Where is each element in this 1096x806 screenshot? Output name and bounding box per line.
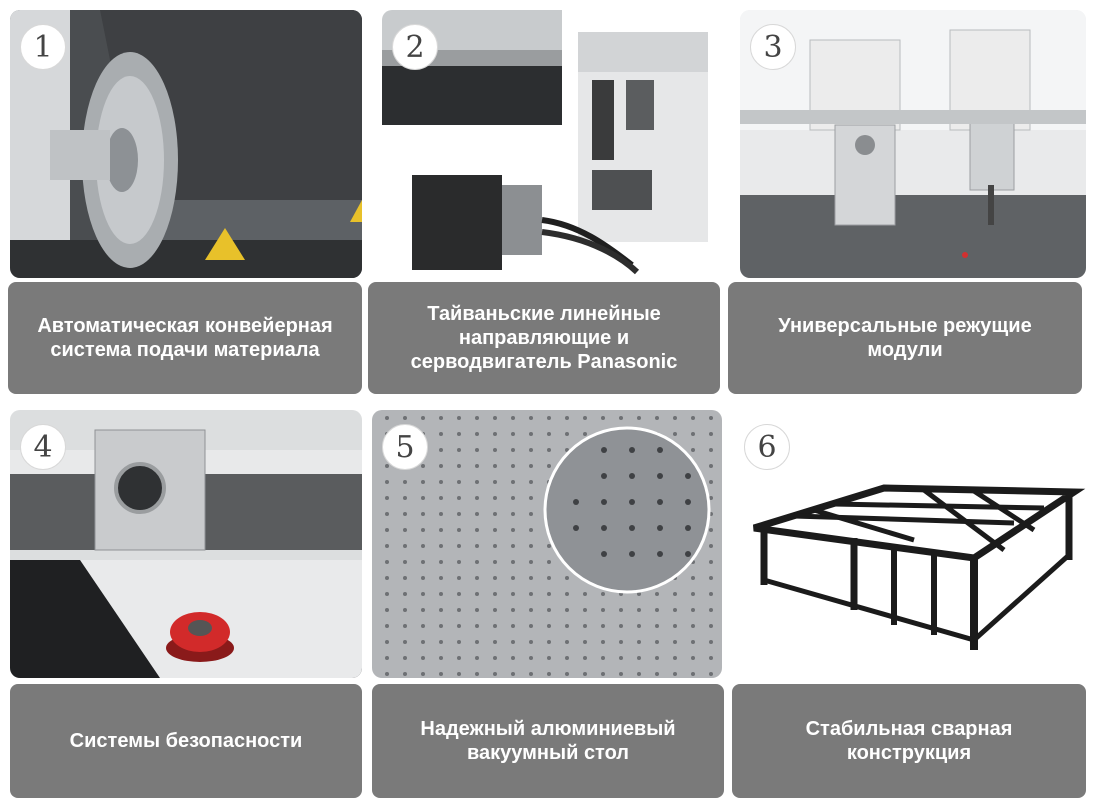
- step-number-badge: 4: [20, 424, 66, 470]
- step-number-badge: 6: [744, 424, 790, 470]
- conveyor-roller-photo: 1: [10, 10, 362, 278]
- feature-caption: Автоматическая конвейерная система подач…: [8, 282, 362, 394]
- vacuum-table-photo: 5: [372, 410, 722, 678]
- feature-caption: Тайваньские линейные направляющие и серв…: [368, 282, 720, 394]
- feature-caption: Стабильная сварная конструкция: [732, 684, 1086, 798]
- cutting-head-photo: 3: [740, 10, 1086, 278]
- step-number-badge: 1: [20, 24, 66, 70]
- step-number-badge: 5: [382, 424, 428, 470]
- step-number-badge: 2: [392, 24, 438, 70]
- feature-caption: Надежный алюминиевый вакуумный стол: [372, 684, 724, 798]
- welded-frame-photo: 6: [734, 410, 1086, 678]
- emergency-stop-photo: 4: [10, 410, 362, 678]
- feature-caption: Системы безопасности: [10, 684, 362, 798]
- step-number-badge: 3: [750, 24, 796, 70]
- feature-caption: Универсальные режущие модули: [728, 282, 1082, 394]
- servo-motor-photo: 2: [382, 10, 722, 278]
